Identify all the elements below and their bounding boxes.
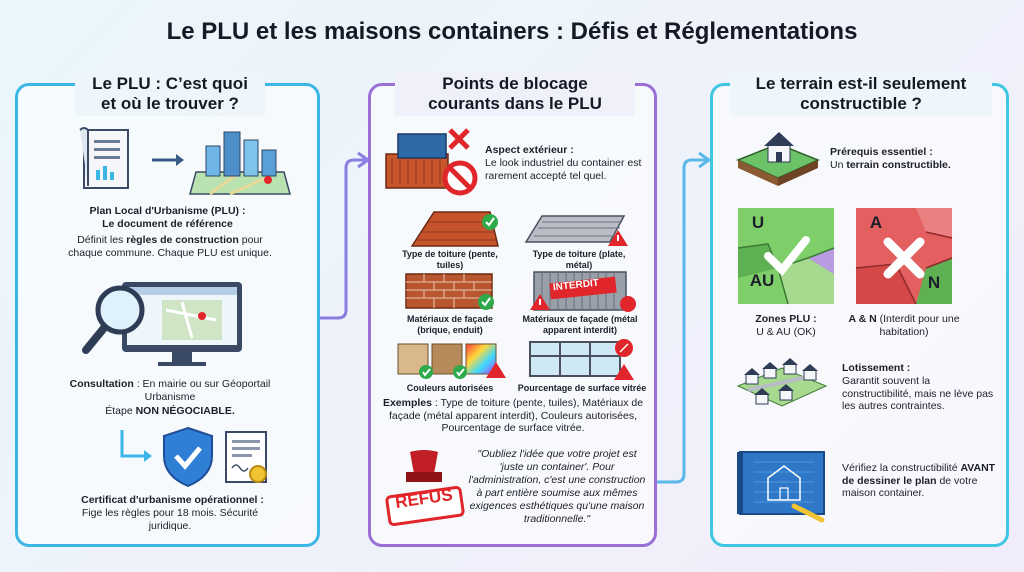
document-icon (79, 127, 129, 189)
page-title: Le PLU et les maisons containers : Défis… (166, 18, 858, 45)
certificate-icon (225, 431, 267, 483)
panel2-title: Points de blocage courants dans le PLU (395, 72, 635, 116)
examples-body: : Type de toiture (pente, tuiles), Matér… (388, 397, 644, 434)
certificate-text: Fige les règles pour 18 mois. Sécurité j… (81, 507, 259, 532)
roof-tiles-icon (410, 211, 499, 247)
verify-pre: Vérifiez la constructibilité (842, 462, 961, 474)
panel3-title: Le terrain est-il seulement constructibl… (730, 72, 992, 116)
zone-u-label: U (751, 213, 765, 232)
consult-text: : En mairie ou sur Géoportail Urbanisme (133, 378, 271, 403)
prereq-text: Un terrain constructible. (830, 159, 1000, 172)
roof-flat-metal-icon (524, 215, 628, 246)
certificate-heading: Certificat d'urbanisme opérationnel : (81, 494, 264, 506)
aspect-heading: Aspect extérieur : (485, 144, 574, 156)
shield-check-icon (163, 426, 213, 488)
consult-step-bold: NON NÉGOCIABLE. (135, 405, 235, 417)
item-facade-metal: Matériaux de façade (métal apparent inte… (522, 314, 638, 335)
aspect-text: Le look industriel du container est rare… (485, 157, 642, 182)
item-roof-flat: Type de toiture (plate, métal) (532, 249, 626, 270)
plu-heading2: Le document de référence (102, 218, 233, 230)
item-glass: Pourcentage de surface vitrée (517, 383, 647, 393)
glass-surface-icon (529, 339, 634, 380)
blueprint-plan-icon (737, 451, 825, 523)
consultation-text: Consultation : En mairie ou sur Géoporta… (55, 378, 285, 403)
plu-description: Définit les règles de construction pour … (60, 234, 280, 259)
item-colors: Couleurs autorisées (406, 383, 494, 393)
zones-no-text: (Interdit pour une habitation) (876, 313, 960, 338)
plu-heading: Plan Local d'Urbanisme (PLU) : (89, 205, 246, 217)
brick-facade-icon (405, 273, 494, 310)
house-on-land-icon (736, 132, 820, 186)
zone-forbidden-map-icon (855, 208, 953, 305)
examples-text: Exemples : Type de toiture (pente, tuile… (378, 397, 648, 435)
zones-ok-text: U & AU (OK) (756, 326, 816, 338)
zones-no-bold: A & N (848, 313, 877, 325)
prereq-heading: Prérequis essentiel : (830, 146, 933, 158)
zones-forbidden-text: A & N (Interdit pour une habitation) (842, 313, 966, 338)
plu-desc-post: pour chaque commune. Chaque PLU est uniq… (68, 234, 272, 259)
zone-au-label: AU (749, 271, 775, 290)
plu-desc-pre: Définit les (77, 234, 127, 246)
metal-facade-forbidden-icon (530, 271, 636, 312)
container-forbidden-icon (385, 128, 478, 196)
prereq-pre: Un (830, 159, 847, 171)
item-facade-brick: Matériaux de façade (brique, enduit) (406, 314, 494, 335)
plu-desc-bold: règles de construction (126, 234, 239, 246)
consult-bold: Consultation (69, 378, 134, 390)
verify-bold: AVANT de dessiner le plan (842, 462, 996, 487)
subdivision-houses-icon (736, 358, 828, 407)
item-roof-pitched: Type de toiture (pente, tuiles) (402, 249, 498, 270)
consultation-step: Étape NON NÉGOCIABLE. (55, 405, 285, 418)
magnifier-monitor-icon (82, 282, 242, 366)
examples-bold: Exemples (382, 397, 432, 409)
zone-n-label: N (927, 273, 941, 292)
verify-text: Vérifiez la constructibilité AVANT de de… (842, 462, 1002, 500)
panel1-title: Le PLU : C’est quoi et où le trouver ? (75, 72, 265, 116)
zones-ok-heading: Zones PLU : (755, 313, 817, 325)
prereq-bold: terrain constructible. (846, 159, 951, 171)
refus-stamp-icon (385, 450, 465, 526)
consult-step-pre: Étape (105, 405, 136, 417)
zone-ok-map-icon (737, 208, 835, 305)
arrow-right-icon (152, 154, 184, 166)
city-map-icon (189, 131, 291, 196)
verify-post: de votre maison container. (842, 474, 978, 500)
arrow-down-right-icon (120, 430, 152, 462)
lotissement-text: Garantit souvent la constructibilité, ma… (842, 375, 994, 412)
color-swatches-icon (397, 343, 506, 379)
zone-a-label: A (869, 213, 883, 232)
quote-text: "Oubliez l'idée que votre projet est 'ju… (468, 448, 646, 525)
lotissement-heading: Lotissement : (842, 362, 911, 374)
